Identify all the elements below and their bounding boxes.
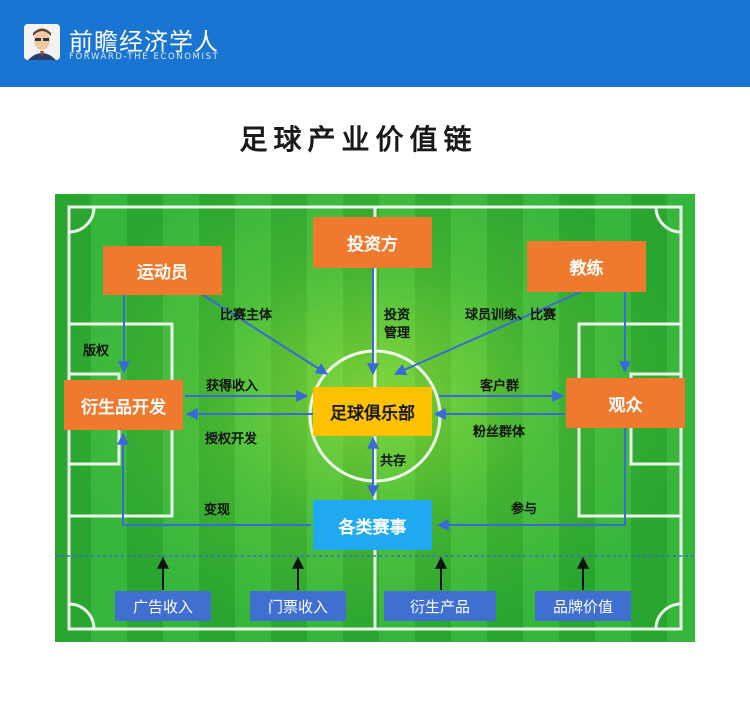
label-monetize: 变现	[204, 503, 231, 518]
label-participate: 参与	[511, 502, 538, 517]
revenue-merch[interactable]: 衍生产品	[384, 591, 496, 621]
diagram-title: 足球产业价值链	[239, 123, 478, 156]
node-club[interactable]: 足球俱乐部	[313, 387, 432, 436]
revenue-tickets[interactable]: 门票收入	[250, 591, 346, 621]
node-events[interactable]: 各类赛事	[313, 500, 432, 550]
node-derivatives[interactable]: 衍生品开发	[64, 380, 183, 430]
label-athlete-club: 比赛主体	[220, 308, 273, 323]
label-invest: 投资	[384, 308, 411, 323]
revenue-brand[interactable]: 品牌价值	[535, 591, 631, 621]
label-licensing: 授权开发	[205, 432, 258, 447]
label-copyright: 版权	[83, 344, 110, 359]
label-manage: 管理	[384, 326, 411, 341]
football-field: 投资方 运动员 教练 衍生品开发 观众 足球俱乐部 各类赛事 比赛主体 投资 管…	[55, 194, 695, 642]
economist-avatar-icon[interactable]	[24, 24, 60, 60]
label-fans: 粉丝群体	[473, 425, 526, 440]
revenue-ads[interactable]: 广告收入	[115, 591, 211, 621]
node-audience[interactable]: 观众	[566, 378, 685, 428]
label-income: 获得收入	[206, 379, 259, 394]
flow-arrows	[117, 268, 631, 590]
node-athlete[interactable]: 运动员	[103, 246, 222, 295]
node-investor[interactable]: 投资方	[313, 217, 432, 268]
header-bar: 前瞻经济学人 FORWARD-THE ECONOMIST	[0, 0, 750, 87]
brand-name[interactable]: 前瞻经济学人	[69, 28, 219, 56]
node-coach[interactable]: 教练	[527, 241, 646, 292]
field-markings	[55, 205, 695, 631]
label-coexist: 共存	[380, 454, 407, 469]
brand-tagline: FORWARD-THE ECONOMIST	[69, 52, 220, 62]
label-customers: 客户群	[480, 379, 520, 394]
label-coach-club: 球员训练、比赛	[465, 308, 557, 323]
